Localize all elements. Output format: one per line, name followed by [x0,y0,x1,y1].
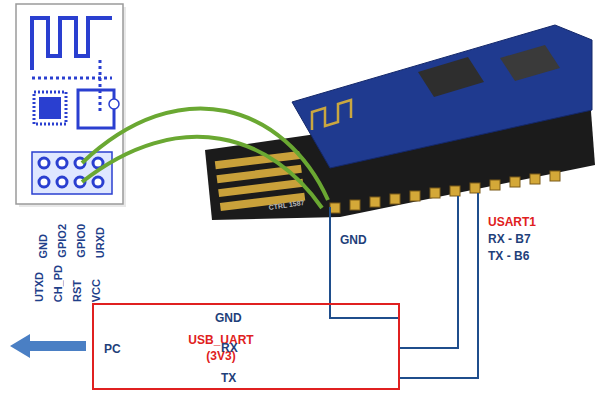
module-chip [418,57,484,97]
header-pin [330,203,340,213]
pin-name: CH_PD [52,265,64,302]
usb-contact [215,151,300,169]
jumper-wire [82,108,328,200]
pin-pad [39,158,49,168]
pin-name: UTXD [33,272,45,302]
usb-contacts [215,151,305,211]
pin-name: GPIO2 [56,224,68,258]
pin-name: GND [37,234,49,258]
pin-name: RX [221,341,238,355]
header-outline [32,152,112,194]
pin-name: URXD [94,227,106,258]
pc-arrow [10,334,86,358]
header-pin [470,183,480,193]
pin-pad [57,177,67,187]
header-pin [390,194,400,204]
pin-name: TX [221,371,236,385]
header-pin [450,186,460,196]
pin-pad [39,177,49,187]
uart-box: PCUSB_UART (3V3)GNDRXTX [92,303,400,390]
tx-wire [400,193,478,378]
header-pin [430,188,440,198]
jumper-wire [82,137,322,208]
header-pin [530,174,540,184]
pin-name: RST [71,280,83,302]
device-name: PC [104,342,121,356]
usb-contact [216,165,301,183]
peripheral-name: USART1 [488,215,536,229]
module-card [16,4,123,204]
module-antenna [312,100,351,130]
pin-mapping: TX - B6 [488,249,529,263]
header-pin [370,197,380,207]
pin-name: GPIO0 [75,224,87,258]
pin-pad [93,177,103,187]
via-column [99,60,102,112]
pin-name: VCC [90,279,102,302]
usb-contact [220,193,305,211]
module-flash [500,45,560,81]
header-pin [510,177,520,187]
usb-contact [218,179,303,197]
rx-wire [400,196,458,348]
chip-symbol [39,97,61,119]
pin-pad [57,158,67,168]
flash-symbol [78,90,114,128]
header-pin [550,171,560,181]
header-pin [410,191,420,201]
led-symbol [109,99,119,109]
header-pin [490,180,500,190]
pin-mapping: RX - B7 [488,232,531,246]
header-pin [350,200,360,210]
chip-pins [34,92,66,124]
pin-name: GND [340,233,367,247]
gnd-wire [330,207,400,318]
pin-name: GND [215,311,242,325]
esp-module [292,25,592,168]
